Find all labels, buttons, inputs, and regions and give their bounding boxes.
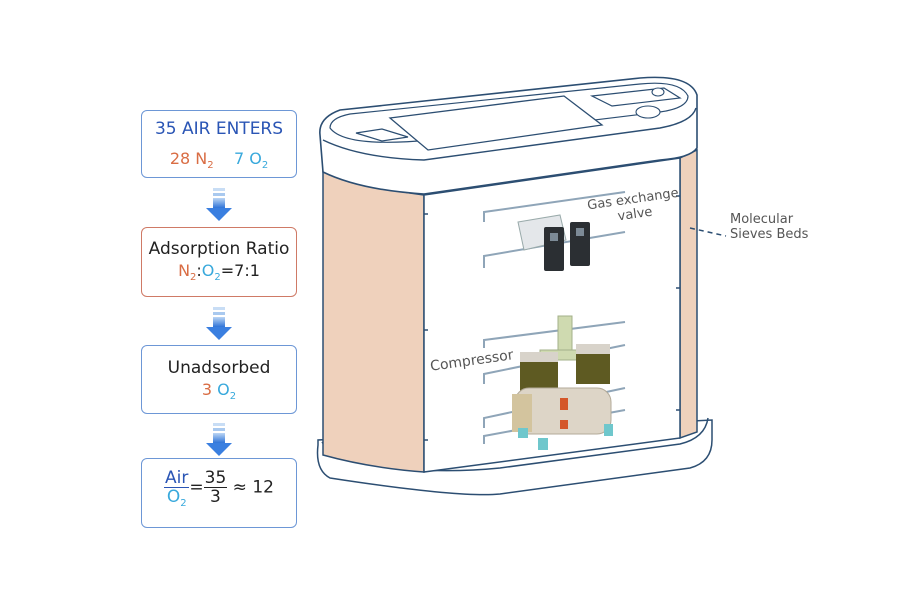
step-concentration-ratio: Air O2 = 35 3 ≈ 12 (141, 458, 297, 528)
unadsorbed-title: Unadsorbed (167, 358, 271, 378)
step-air-enters: 35 AIR ENTERS 28 N2 7 O2 (141, 110, 297, 178)
down-arrow-icon (206, 188, 232, 221)
small-button-panel (355, 128, 409, 142)
o2-count: 7 O2 (233, 149, 269, 171)
down-arrow-icon (206, 307, 232, 340)
gas-exchange-valve-icon (517, 214, 590, 271)
adsorption-ratio: N2:O2=7:1 (178, 261, 260, 283)
compressor-icon (512, 315, 613, 450)
gas-composition: 28 N2 7 O2 (142, 149, 296, 171)
sieve-bed-right (679, 148, 698, 440)
power-button (651, 87, 665, 97)
step-unadsorbed: Unadsorbed 3 O2 (141, 345, 297, 414)
air-over-o2: Air O2 (164, 468, 190, 509)
molecular-sieves-label: Molecular Sieves Beds (730, 212, 809, 242)
leader-line (689, 227, 727, 237)
unadsorbed-oxygen: 3 O2 (201, 380, 237, 402)
down-arrow-icon (206, 423, 232, 456)
fraction-35-3: 35 3 (203, 468, 228, 507)
center-panel (423, 157, 681, 473)
approx-result: ≈ 12 (232, 477, 274, 498)
air-enters-title: 35 AIR ENTERS (154, 119, 284, 139)
display-screen (388, 95, 604, 151)
n2-count: 28 N2 (169, 149, 214, 171)
adsorption-title: Adsorption Ratio (148, 239, 290, 259)
sieve-bed-left (322, 168, 425, 473)
step-adsorption-ratio: Adsorption Ratio N2:O2=7:1 (141, 227, 297, 297)
